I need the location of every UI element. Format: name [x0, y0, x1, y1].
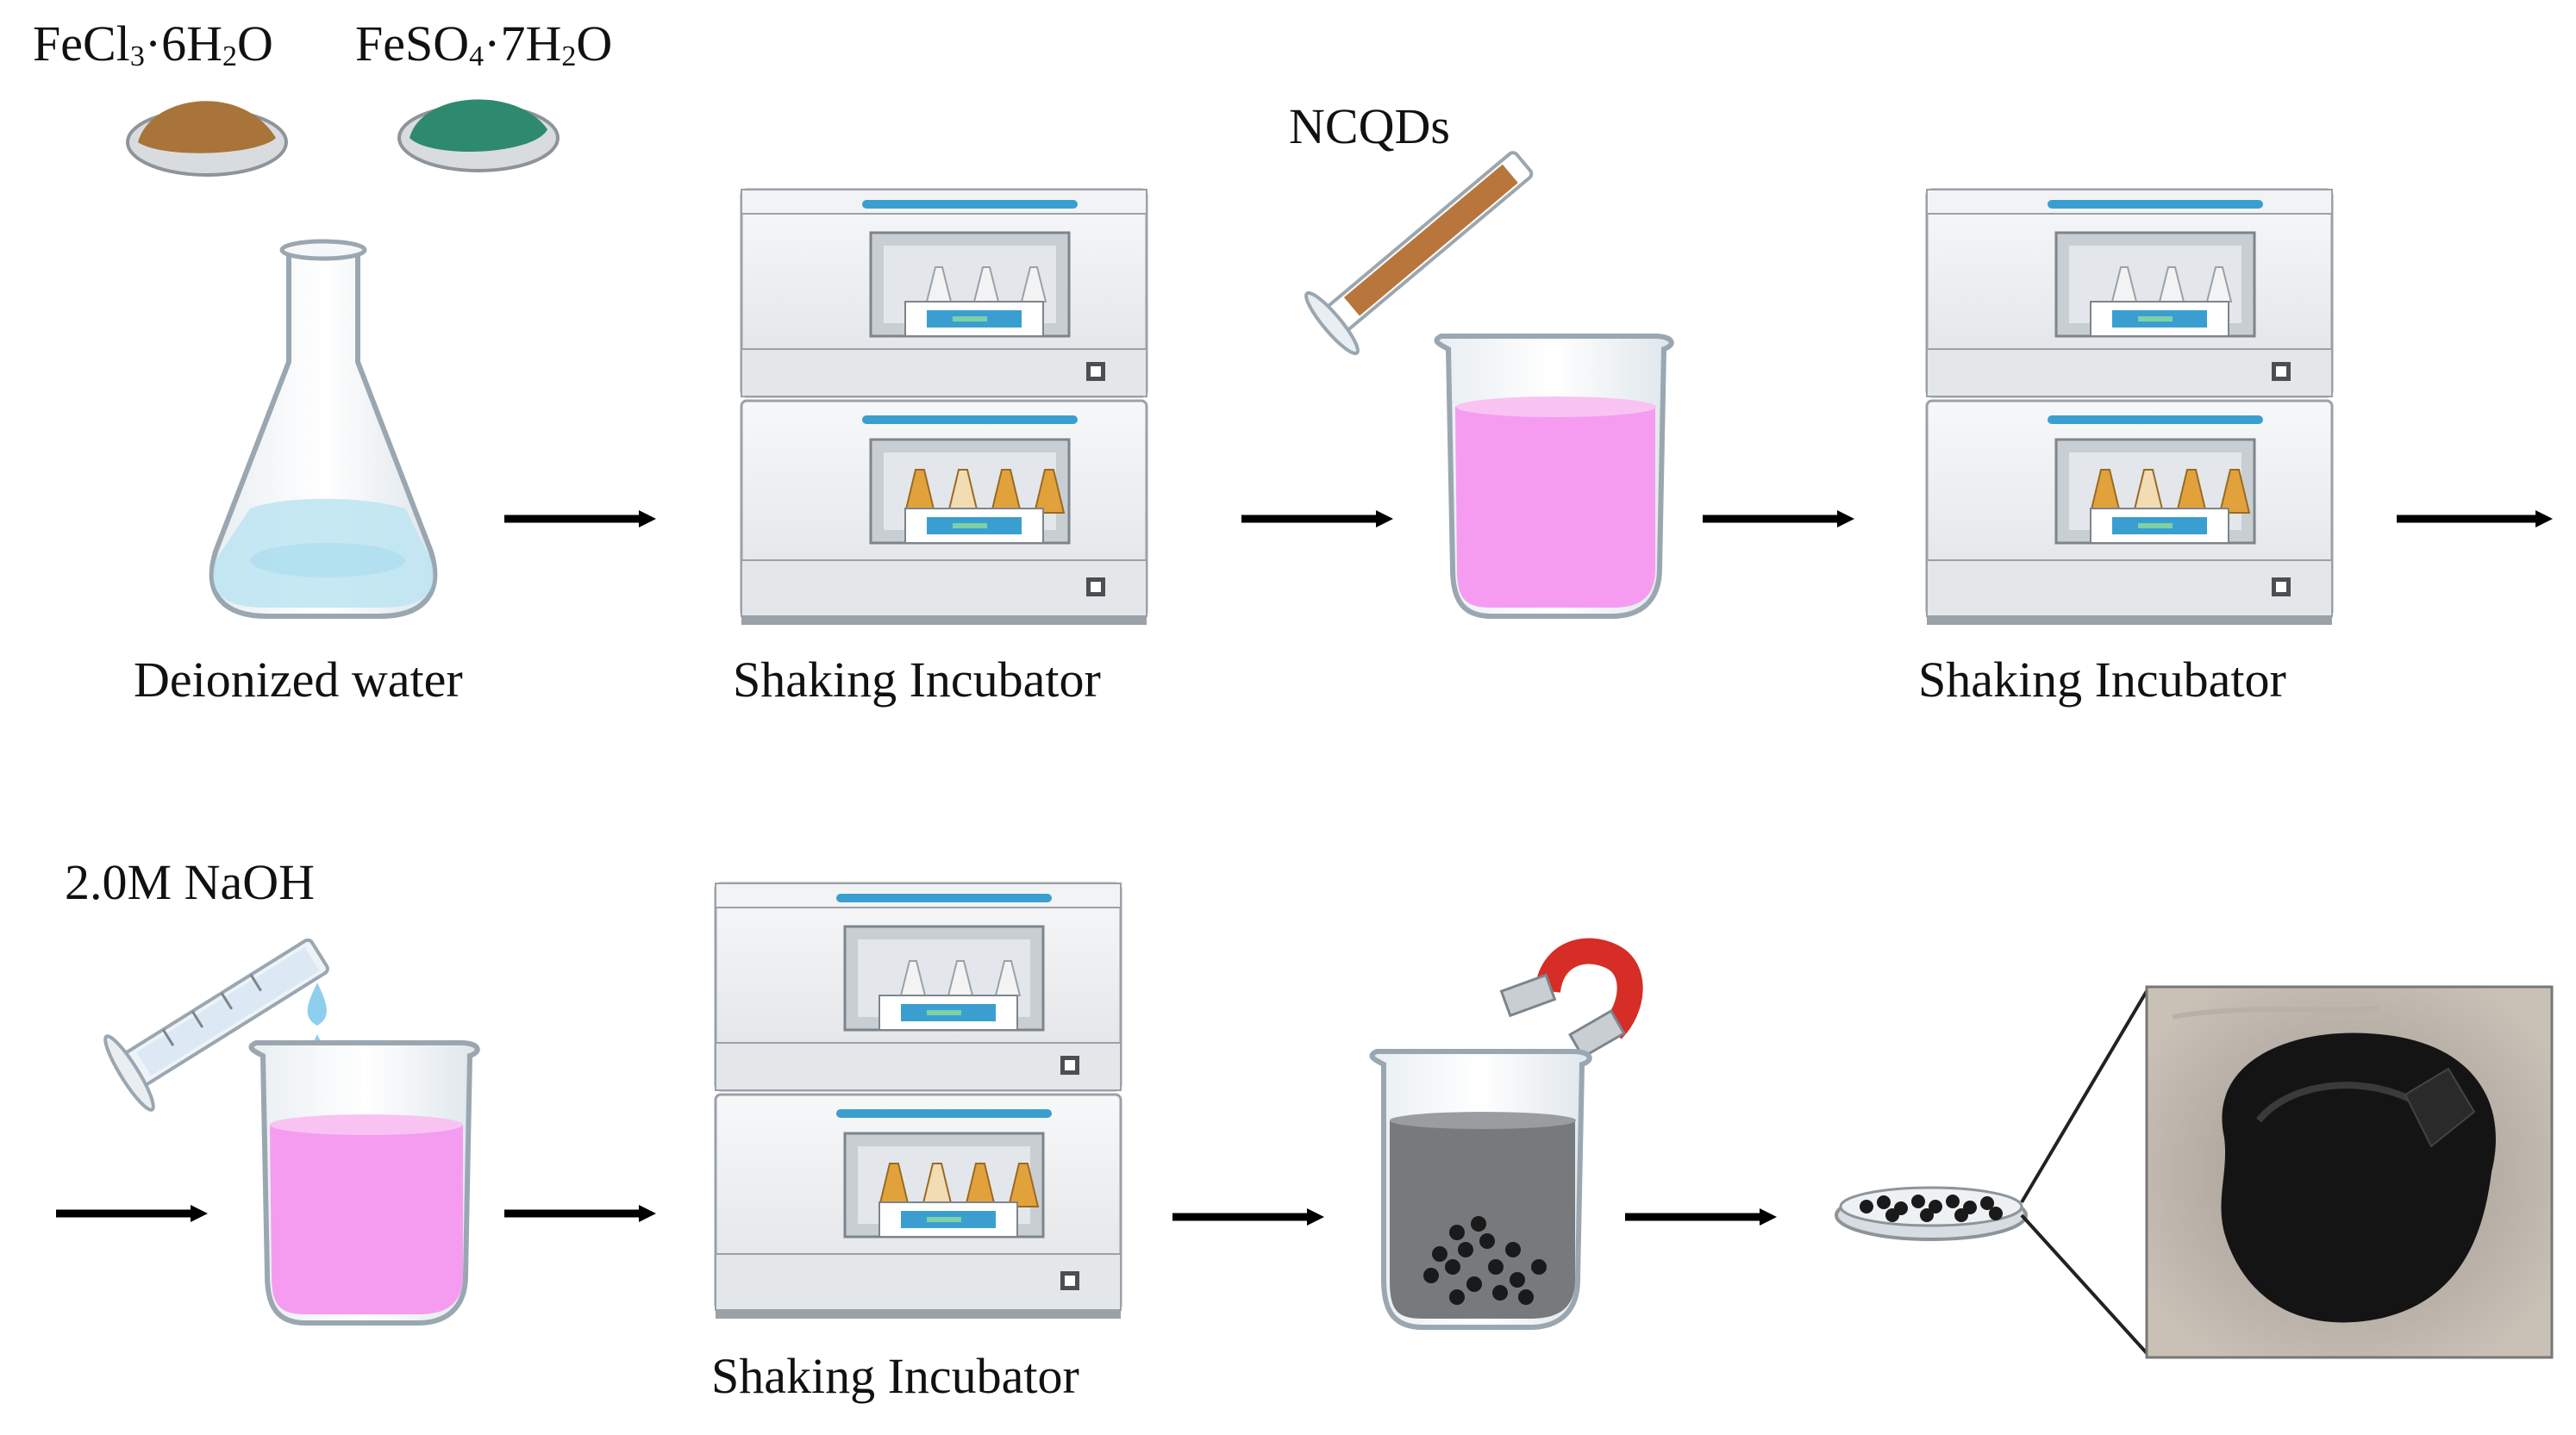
shaking-incubator-3-icon	[714, 882, 1122, 1320]
shaking-incubator-1-label: Shaking Incubator	[733, 652, 1101, 708]
zoom-line-bottom	[2020, 1214, 2148, 1355]
product-powder-photo	[2145, 985, 2554, 1359]
fecl3-dish-icon	[126, 101, 288, 177]
feso4-dish-icon	[397, 99, 560, 172]
ncqds-test-tube-icon	[1304, 151, 1534, 356]
petri-dish-icon	[1835, 1186, 2028, 1241]
naoh-cylinder-icon	[103, 938, 329, 1112]
ncqds-beaker-icon	[1434, 334, 1674, 619]
shaking-incubator-3-label: Shaking Incubator	[711, 1348, 1079, 1404]
zoom-line-top	[2020, 989, 2148, 1204]
erlenmeyer-flask-icon	[209, 239, 438, 619]
magnet-icon	[1499, 938, 1643, 1059]
ncqds-label: NCQDs	[1289, 98, 1450, 154]
magnetic-separation-beaker-icon	[1369, 1049, 1592, 1330]
shaking-incubator-2-icon	[1925, 188, 2334, 627]
naoh-label: 2.0M NaOH	[65, 854, 315, 910]
shaking-incubator-1-icon	[740, 188, 1148, 627]
fecl3-label: FeCl3·6H2O	[33, 16, 273, 72]
deionized-water-label: Deionized water	[134, 652, 463, 708]
naoh-beaker-icon	[248, 1040, 480, 1326]
feso4-label: FeSO4·7H2O	[355, 16, 613, 72]
shaking-incubator-2-label: Shaking Incubator	[1918, 652, 2286, 708]
droplet-icon	[307, 983, 327, 1026]
